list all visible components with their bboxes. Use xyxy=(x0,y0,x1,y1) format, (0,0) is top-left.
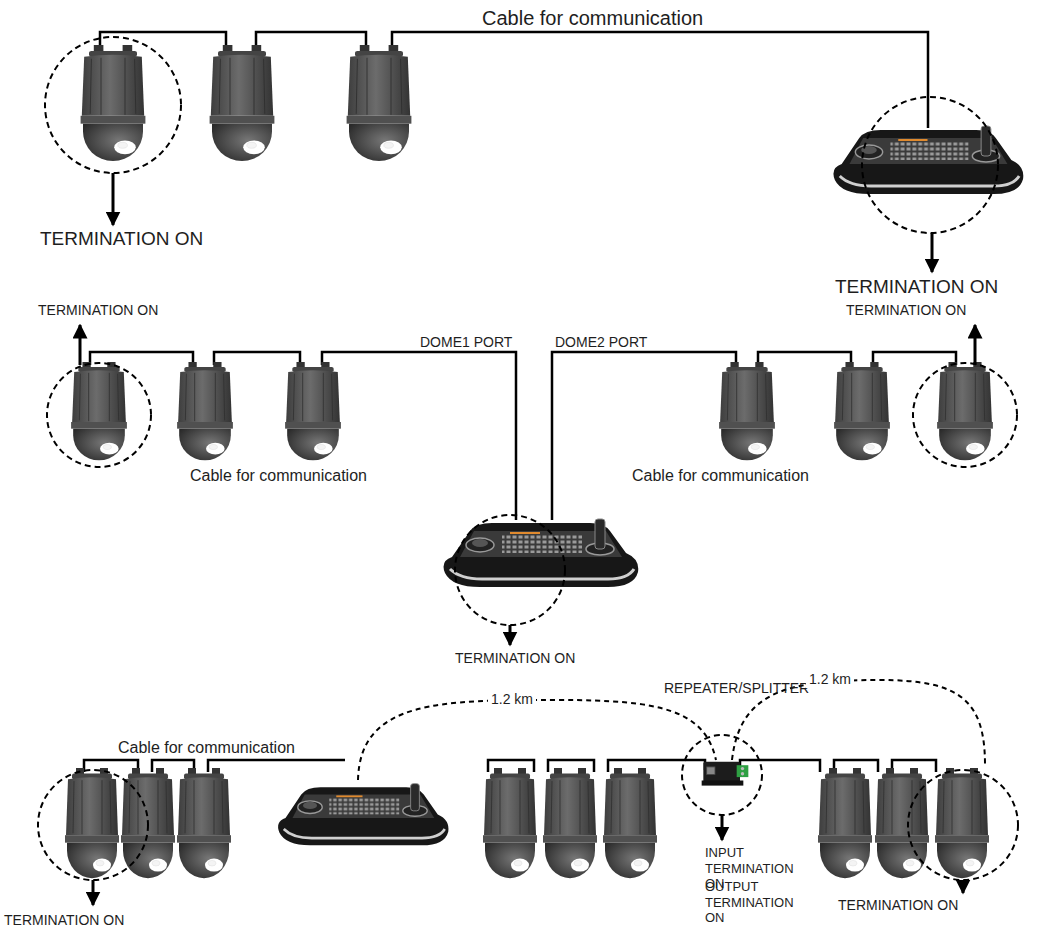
callout-label: TERMINATION ON xyxy=(835,276,998,299)
distance-link xyxy=(358,680,985,780)
callout-label: TERMINATION ON xyxy=(838,897,958,914)
callout-label: Cable for communication xyxy=(632,466,809,485)
callout-label: TERMINATION ON xyxy=(846,302,966,319)
control-keyboard xyxy=(278,126,1023,845)
distance-label: 1.2 km xyxy=(806,671,854,688)
repeater-splitter xyxy=(702,762,749,786)
callout-label: OUTPUT TERMINATION ON xyxy=(705,879,815,926)
callout-label: DOME1 PORT xyxy=(420,334,512,351)
distance-label: 1.2 km xyxy=(488,691,536,708)
callout-label: Cable for communication xyxy=(482,6,703,30)
callout-label: REPEATER/SPLITTER xyxy=(664,680,809,697)
callout-label: TERMINATION ON xyxy=(4,912,124,929)
callout-label: DOME2 PORT xyxy=(555,334,647,351)
callout-label: Cable for communication xyxy=(190,466,367,485)
communication-cable xyxy=(84,32,956,772)
callout-circle xyxy=(38,37,1018,880)
callout-label: Cable for communication xyxy=(118,738,295,757)
callout-label: TERMINATION ON xyxy=(40,228,203,251)
callout-label: TERMINATION ON xyxy=(38,302,158,319)
callout-label: TERMINATION ON xyxy=(455,650,575,667)
